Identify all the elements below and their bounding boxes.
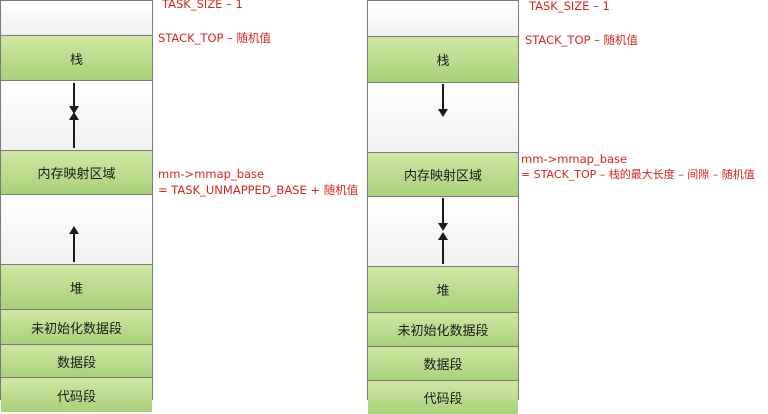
right-mmap-segment: 内存映射区域 [368,152,518,196]
left-mmap-label-line2: = TASK_UNMAPPED_BASE + 随机值 [158,183,359,197]
right-bss-segment: 未初始化数据段 [368,312,518,346]
right-data-segment: 数据段 [368,346,518,380]
right-mmap-label-line2: = STACK_TOP – 栈的最大长度 – 间隙 – 随机值 [521,168,755,181]
left-stack-segment: 栈 [1,35,152,80]
right-mmap-label-line1: mm->mmap_base [521,152,628,166]
left-memory-layout: 栈 内存映射区域 堆 未初始化数据段 数据段 代码段 [0,0,153,412]
left-data-segment: 数据段 [1,344,152,377]
left-bss-segment: 未初始化数据段 [1,309,152,344]
left-stack-top-label: STACK_TOP – 随机值 [158,31,271,45]
right-task-size-label: TASK_SIZE – 1 [529,0,610,13]
right-memory-layout: 栈 内存映射区域 堆 未初始化数据段 数据段 代码段 [367,0,519,414]
left-mmap-segment: 内存映射区域 [1,150,152,194]
left-task-size-label: TASK_SIZE – 1 [162,0,243,11]
left-top-gap [1,0,152,35]
left-mmap-label-line1: mm->mmap_base [158,167,265,181]
right-stack-top-label: STACK_TOP – 随机值 [525,33,638,47]
right-heap-segment: 堆 [368,266,518,312]
right-top-gap [368,0,518,36]
right-stack-segment: 栈 [368,36,518,82]
left-heap-segment: 堆 [1,264,152,309]
arrows-layer [69,83,448,264]
